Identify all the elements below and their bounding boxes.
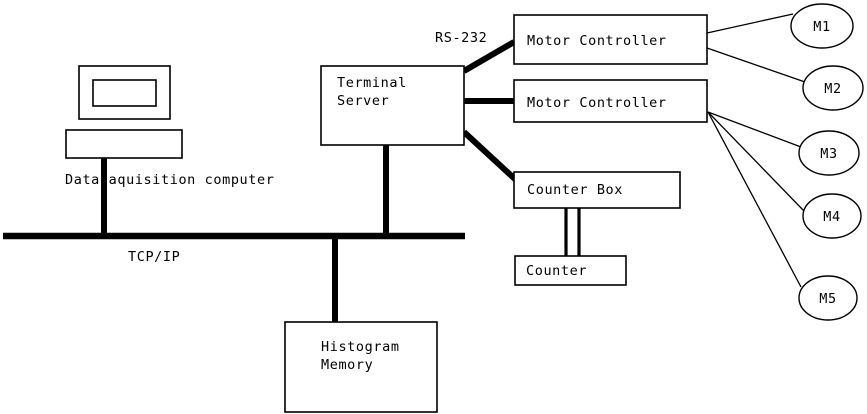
counter-box-node[interactable]: Counter Box: [513, 171, 681, 209]
motor-m3-ellipse: [798, 130, 860, 176]
histogram-memory-label-line1: Histogram: [321, 339, 400, 355]
counter-box-outline: [514, 255, 627, 286]
motor-m2-ellipse: [802, 65, 864, 111]
histogram-memory-label-line2: Memory: [321, 357, 373, 373]
motor-m5-ellipse: [798, 275, 858, 321]
link-terminal-server-to-motor-controller-1: [462, 39, 516, 74]
terminal-server-label-line1: Terminal: [337, 75, 407, 91]
computer-chassis-icon: [65, 129, 183, 159]
motor-m2-node[interactable]: M2: [802, 65, 864, 111]
motor-m1-node[interactable]: M1: [790, 3, 854, 49]
terminal-server-label-line2: Server: [337, 93, 389, 109]
motor-m3-node[interactable]: M3: [798, 130, 860, 176]
histogram-memory-box: [284, 321, 438, 413]
terminal-server-node[interactable]: Terminal Server: [320, 65, 465, 146]
motor-m4-ellipse: [802, 193, 862, 239]
motor-controller-1-box: [513, 14, 708, 65]
rs232-label: RS-232: [435, 30, 487, 46]
motor-controller-2-box: [513, 79, 708, 123]
motor-controller-2-label: Motor Controller: [527, 95, 667, 111]
link-motor-controller-1-to-m2: [706, 47, 806, 83]
motor-m4-label: M4: [823, 209, 840, 225]
link-terminal-server-to-counter-box: [461, 129, 519, 183]
counter-node[interactable]: Counter: [514, 255, 627, 286]
motor-m2-label: M2: [824, 81, 841, 97]
motor-m5-label: M5: [819, 291, 836, 307]
terminal-server-box: [320, 65, 465, 146]
data-acquisition-computer[interactable]: Data aquisition computer: [65, 65, 274, 188]
tcpip-label: TCP/IP: [128, 249, 180, 265]
data-acquisition-computer-label: Data aquisition computer: [65, 172, 274, 188]
motor-controller-1-label: Motor Controller: [527, 33, 667, 49]
motor-m4-node[interactable]: M4: [802, 193, 862, 239]
counter-box-box: [513, 171, 681, 209]
histogram-memory-node[interactable]: Histogram Memory: [284, 321, 438, 413]
counter-label: Counter: [526, 263, 587, 279]
link-motor-controller-2-to-m5: [707, 111, 802, 288]
motor-m1-ellipse: [790, 3, 854, 49]
link-motor-controller-2-to-m4: [707, 111, 805, 212]
link-motor-controller-2-to-m3: [707, 111, 802, 148]
motor-m3-label: M3: [820, 146, 837, 162]
motor-controller-2-node[interactable]: Motor Controller: [513, 79, 708, 123]
motor-m5-node[interactable]: M5: [798, 275, 858, 321]
link-motor-controller-1-to-m1: [706, 13, 794, 34]
counter-box-label: Counter Box: [527, 182, 623, 198]
monitor-screen-icon: [92, 79, 157, 107]
motor-controller-1-node[interactable]: Motor Controller: [513, 14, 708, 65]
motor-m1-label: M1: [813, 19, 830, 35]
